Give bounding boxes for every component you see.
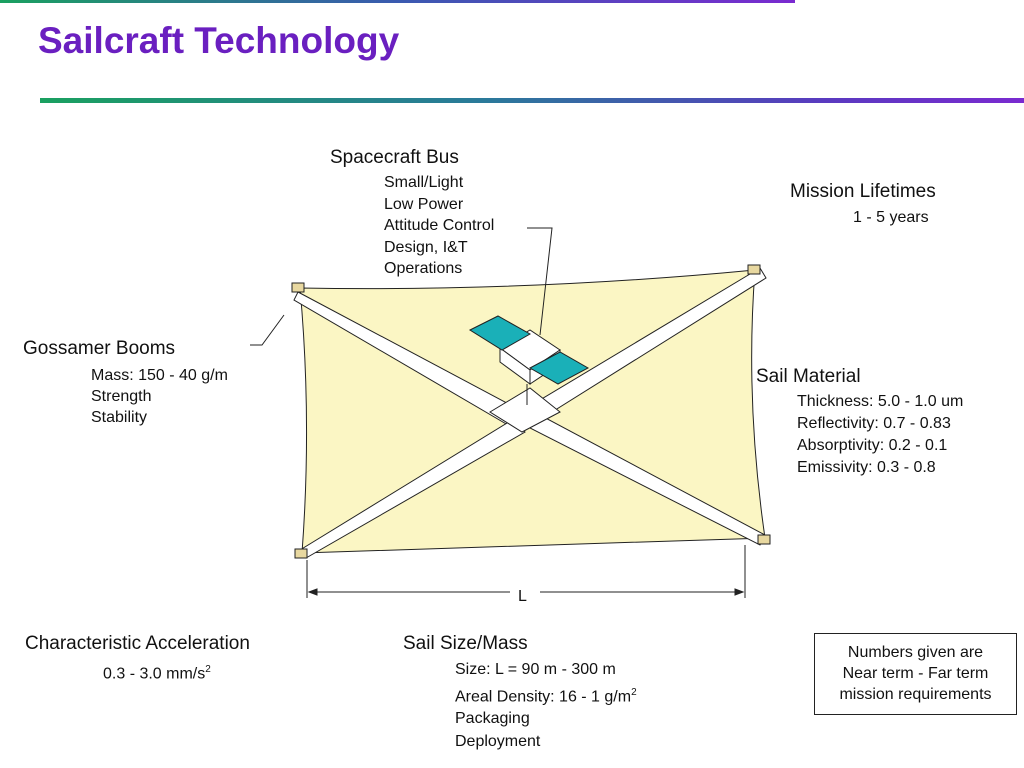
- list-item: Deployment: [455, 732, 541, 750]
- arrow-left-icon: [307, 588, 318, 596]
- boom-tip: [294, 548, 308, 559]
- list-item: Low Power: [384, 195, 464, 213]
- list-item: Thickness: 5.0 - 1.0 um: [797, 393, 964, 410]
- mission-heading: Mission Lifetimes: [790, 181, 936, 202]
- accel-value-text: 0.3 - 3.0 mm/s: [103, 665, 206, 683]
- booms-heading: Gossamer Booms: [23, 338, 176, 359]
- boom-tips: [291, 264, 771, 559]
- boom-tip: [747, 264, 761, 275]
- central-hub: [489, 387, 561, 433]
- list-item: Size: L = 90 m - 300 m: [455, 661, 616, 678]
- solar-panel-left: [468, 315, 532, 351]
- accel-value: 0.3 - 3.0 mm/s2: [103, 659, 211, 684]
- accel-heading: Characteristic Acceleration: [25, 633, 250, 654]
- areal-density-exponent: 2: [631, 686, 637, 698]
- slide-title: Sailcraft Technology: [38, 20, 400, 61]
- material-list: Thickness: 5.0 - 1.0 um Reflectivity: 0.…: [797, 391, 963, 479]
- list-item: Areal Density: 16 - 1 g/m2: [455, 682, 637, 709]
- size-heading: Sail Size/Mass: [403, 633, 528, 654]
- dimension-label: L: [518, 588, 527, 605]
- list-item: Packaging: [455, 710, 530, 728]
- list-item: Operations: [384, 260, 463, 277]
- top-accent-line: [0, 0, 795, 3]
- booms-leader-line: [250, 314, 285, 346]
- list-item: Emissivity: 0.3 - 0.8: [797, 459, 936, 476]
- dimension-line: [306, 545, 746, 598]
- mission-value: 1 - 5 years: [853, 209, 929, 226]
- list-item: Small/Light: [384, 174, 464, 191]
- booms: [293, 267, 767, 559]
- boom-tip: [757, 534, 771, 545]
- boom-tip: [291, 282, 305, 293]
- note-line: mission requirements: [839, 686, 992, 703]
- list-item: Absorptivity: 0.2 - 0.1: [797, 437, 948, 454]
- areal-density-text: Areal Density: 16 - 1 g/m: [455, 687, 632, 705]
- list-item: Stability: [91, 409, 148, 426]
- note-line: Numbers given are: [847, 644, 984, 661]
- booms-list: Mass: 150 - 40 g/m Strength Stability: [91, 365, 228, 428]
- list-item: Strength: [91, 388, 152, 405]
- list-item: Reflectivity: 0.7 - 0.83: [797, 415, 951, 432]
- material-heading: Sail Material: [756, 366, 861, 387]
- list-item: Attitude Control: [384, 217, 495, 234]
- accel-exponent: 2: [205, 664, 211, 675]
- solar-panel-right: [528, 351, 590, 385]
- spacecraft-bus-list: Small/Light Low Power Attitude Control D…: [384, 172, 494, 280]
- size-list: Size: L = 90 m - 300 m Areal Density: 16…: [455, 659, 637, 753]
- arrow-right-icon: [734, 588, 745, 596]
- note-line: Near term - Far term: [842, 665, 989, 682]
- list-item: Design, I&T: [384, 238, 468, 256]
- title-rule: [40, 98, 1024, 103]
- bus-leader-line: [527, 227, 553, 336]
- spacecraft-bus-heading: Spacecraft Bus: [330, 147, 459, 168]
- list-item: Mass: 150 - 40 g/m: [91, 367, 228, 384]
- note-box: Numbers given are Near term - Far term m…: [814, 633, 1017, 715]
